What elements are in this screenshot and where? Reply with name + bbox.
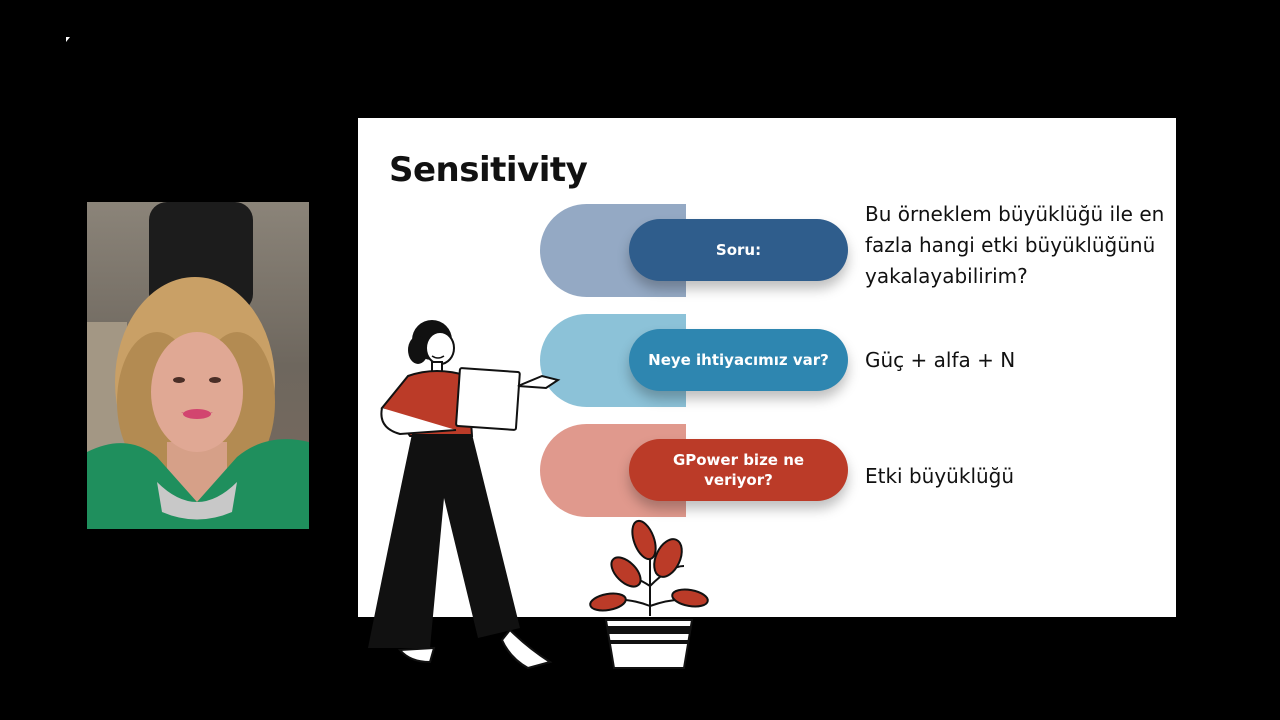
presenter-avatar [87, 202, 309, 529]
row-3-question: GPower bize ne veriyor? [629, 439, 848, 501]
presenter-video [87, 202, 309, 529]
potted-plant-icon [589, 519, 709, 669]
row-2-question: Neye ihtiyacımız var? [629, 329, 848, 391]
row-1-question: Soru: [629, 219, 848, 281]
row-1-answer: Bu örneklem büyüklüğü ile en fazla hangi… [865, 202, 1165, 288]
cursor-mark [66, 37, 70, 42]
row-2-answer: Güç + alfa + N [865, 348, 1016, 372]
row-3-answer: Etki büyüklüğü [865, 464, 1015, 488]
slide-title: Sensitivity [389, 150, 588, 190]
woman-holding-laptop-icon [368, 320, 561, 670]
